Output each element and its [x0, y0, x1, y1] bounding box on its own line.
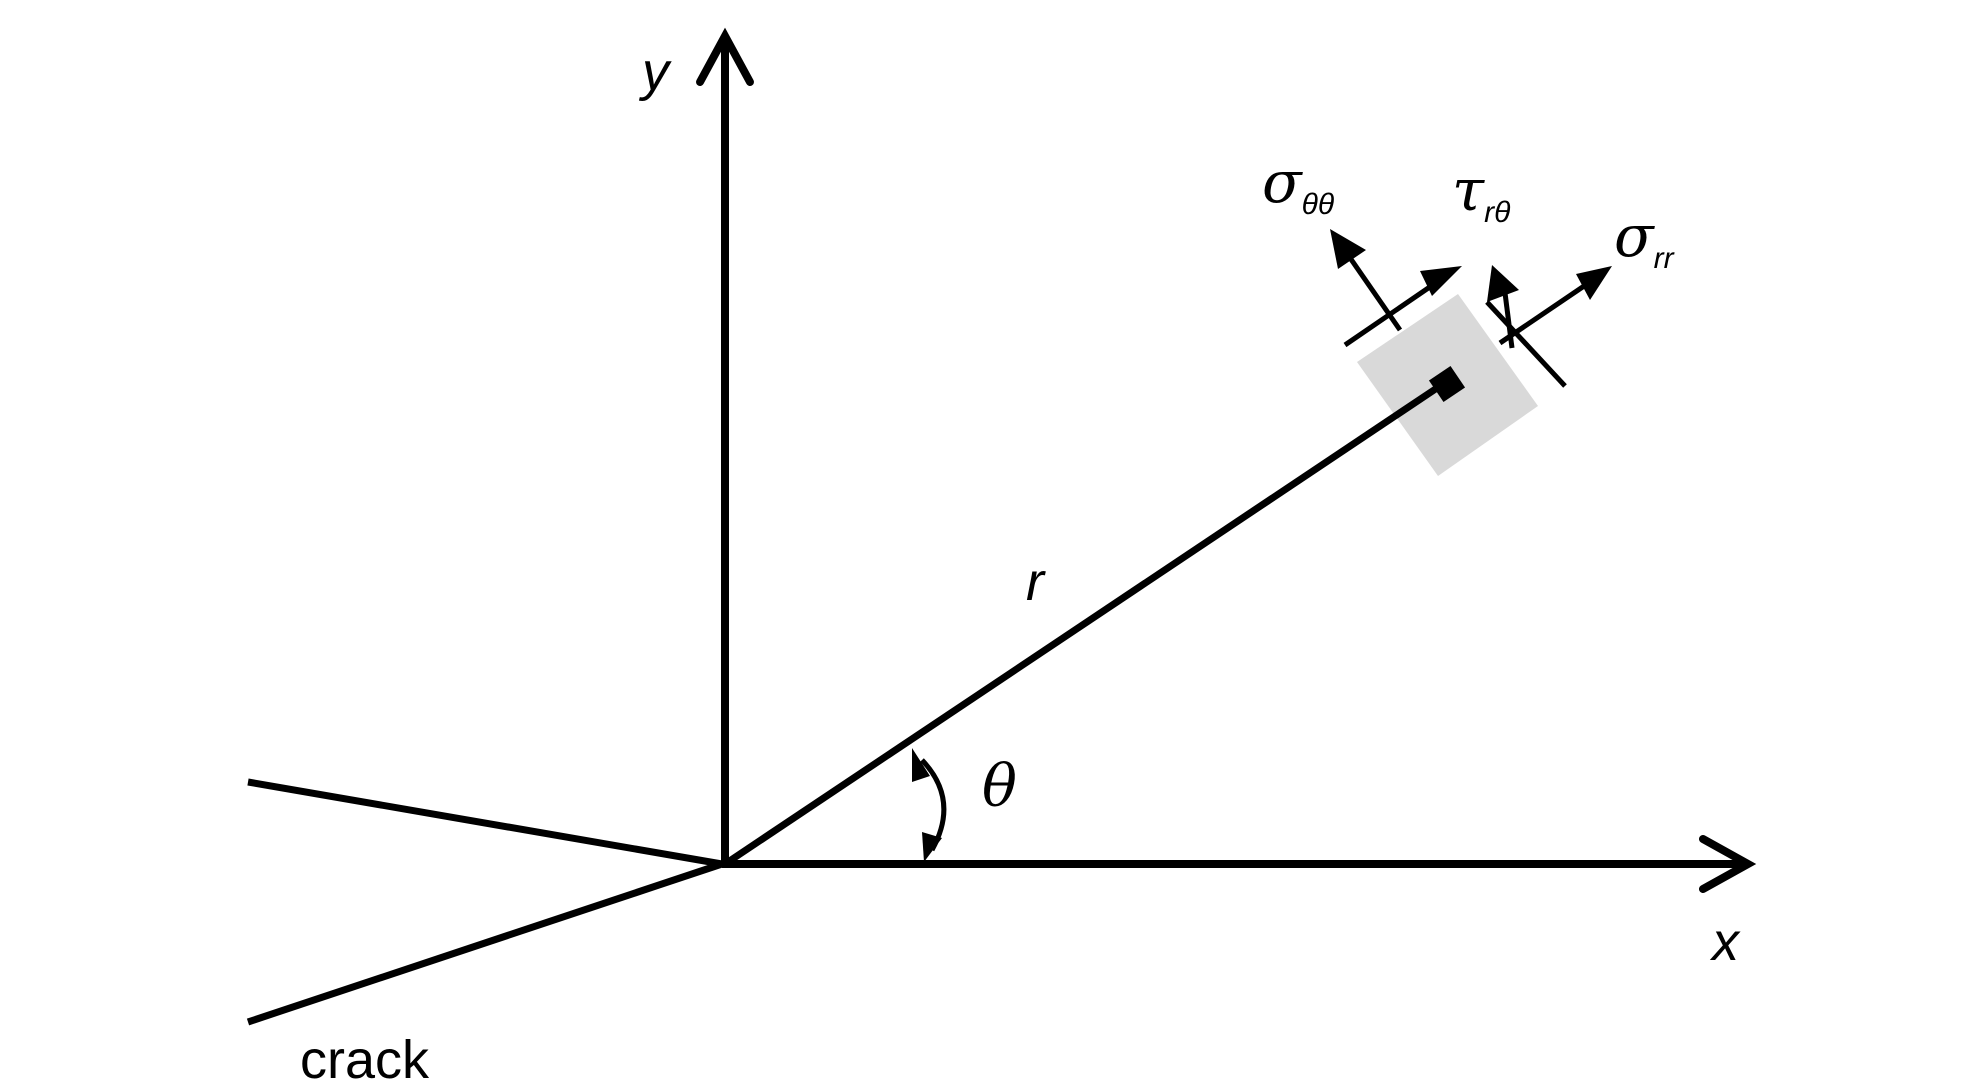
crack-lower-face [246, 860, 724, 1026]
sigma-rr-arrowhead [1576, 266, 1612, 300]
radius-line [723, 383, 1442, 867]
crack-upper-face [247, 778, 723, 868]
sigma-theta-theta-arrowhead [1330, 229, 1366, 269]
x-axis-arrowhead [1699, 835, 1757, 893]
tau-r-theta-arrowhead [1420, 266, 1462, 296]
tau-theta-r-arrowhead [1487, 265, 1519, 302]
crack-label: crack [300, 1030, 430, 1087]
sigma-rr-arrow [1498, 279, 1592, 346]
tau-r-theta-label: τrθ [1452, 156, 1511, 229]
angle-label: θ [982, 752, 1017, 820]
y-axis-label: y [638, 42, 672, 102]
sigma-theta-theta-arrow [1343, 250, 1403, 332]
tau-r-theta-arrow [1343, 277, 1442, 348]
angle-arc-arrowhead-bottom [922, 832, 942, 862]
sigma-rr-label: σrr [1614, 202, 1675, 275]
x-axis-label: x [1709, 912, 1741, 972]
material-point [1428, 365, 1466, 403]
y-axis-arrowhead [696, 27, 754, 86]
sigma-theta-theta-label: σθθ [1262, 148, 1335, 221]
radius-label: r [1026, 552, 1046, 612]
tau-theta-r-stem [1485, 300, 1567, 388]
angle-arc-arrowhead-top [912, 748, 930, 782]
